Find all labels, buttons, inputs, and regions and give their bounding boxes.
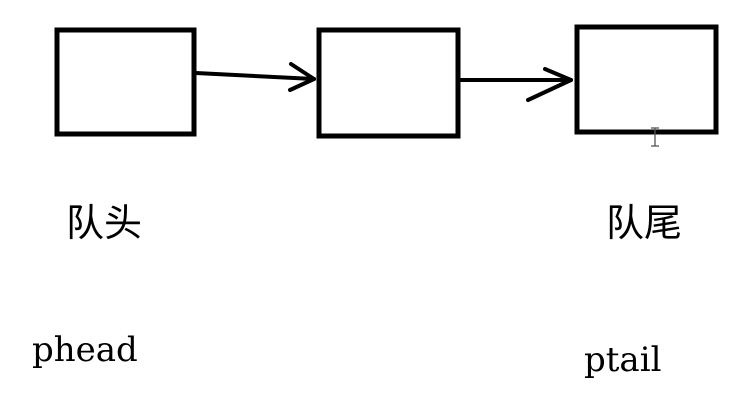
arrow-node1-to-node2: [194, 62, 316, 92]
arrow-node2-to-node3: [456, 67, 573, 102]
queue-tail-label: 队尾: [606, 201, 683, 245]
head-pointer-label: phead: [32, 330, 138, 370]
queue-node-1: [54, 27, 197, 137]
text-cursor-icon: [651, 127, 659, 147]
tail-pointer-label: ptail: [584, 340, 662, 380]
queue-node-2: [316, 27, 461, 139]
queue-head-label: 队头: [66, 201, 143, 245]
queue-node-3: [574, 24, 719, 135]
